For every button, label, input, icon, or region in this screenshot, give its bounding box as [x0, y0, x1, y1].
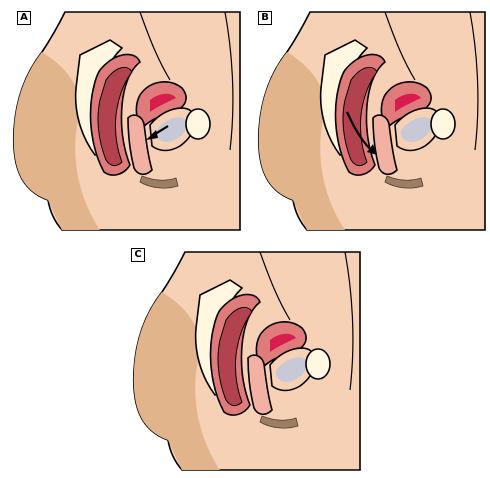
panel-a: A	[0, 0, 245, 235]
buttock-shading	[133, 292, 220, 470]
pubic-bone	[185, 108, 211, 140]
perineum	[259, 415, 299, 429]
panel-c-label: C	[131, 248, 145, 262]
pubic-bone	[430, 108, 456, 140]
rectal-lumen	[217, 306, 253, 407]
contour-line	[139, 11, 171, 81]
contour-line	[384, 11, 416, 81]
arrow-head	[367, 144, 377, 155]
panel-b-label: B	[258, 11, 272, 25]
rectal-lumen	[97, 66, 133, 167]
contour-line	[344, 251, 354, 391]
uterine-cavity	[150, 93, 176, 112]
bladder-lumen	[156, 117, 187, 143]
arrow-shaft	[345, 111, 372, 151]
pubic-bone	[305, 348, 331, 380]
pelvis-illustration-c	[132, 251, 361, 471]
panel-b: B	[245, 0, 490, 235]
uterine-cavity	[395, 93, 421, 112]
arrow-head	[146, 130, 158, 140]
contour-line	[469, 11, 479, 151]
contour-line	[259, 251, 291, 321]
buttock-shading	[258, 52, 345, 230]
perineum	[139, 175, 179, 189]
uterine-cavity	[270, 333, 296, 352]
bladder-lumen	[276, 357, 307, 383]
buttock-shading	[13, 52, 100, 230]
panel-a-label: A	[17, 11, 31, 25]
pelvis-illustration-b	[257, 11, 486, 231]
perineum	[384, 175, 424, 189]
panel-c: C	[120, 240, 365, 475]
bladder-lumen	[401, 117, 432, 143]
vagina	[247, 354, 273, 416]
contour-line	[224, 11, 234, 151]
rectal-lumen	[342, 66, 378, 167]
vagina	[127, 114, 153, 176]
pelvis-illustration-a	[12, 11, 241, 231]
